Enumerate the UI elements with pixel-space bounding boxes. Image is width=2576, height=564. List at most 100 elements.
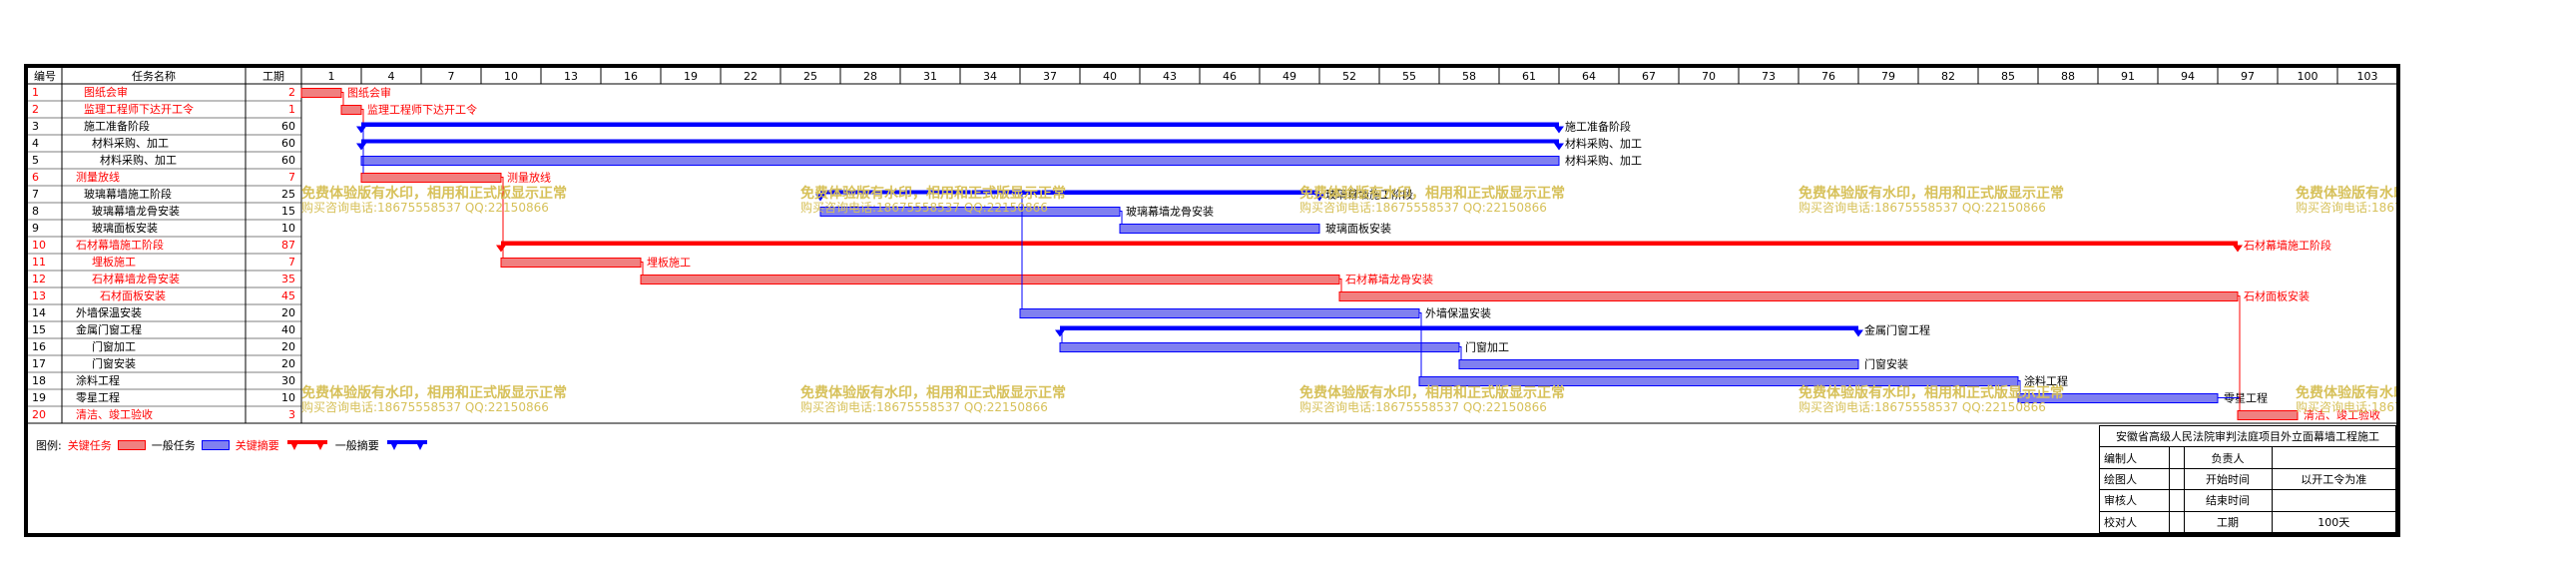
task-name: 涂料工程 bbox=[76, 373, 120, 387]
task-duration: 7 bbox=[288, 171, 295, 184]
watermark-text: 免费体验版有水印，相用和正式版显示正常 bbox=[800, 384, 1066, 401]
summary-start-cap bbox=[356, 126, 366, 134]
watermark-text: 购买咨询电话:18675558537 QQ:22150866 bbox=[301, 200, 549, 215]
task-bar-label: 石材幕墙龙骨安装 bbox=[1345, 273, 1433, 286]
watermark-text: 免费体验版有水印，相用和正式版显示正常 bbox=[1799, 384, 2064, 401]
dependency-line bbox=[501, 177, 504, 242]
info-cell: 结束时间 bbox=[2183, 489, 2273, 512]
tick-label: 37 bbox=[1043, 70, 1057, 83]
task-bar-label: 监理工程师下达开工令 bbox=[367, 103, 477, 117]
task-bar-label: 石材面板安装 bbox=[2244, 289, 2310, 303]
watermark-text: 免费体验版有水印，相用和正式版显示正常 bbox=[1799, 185, 2064, 202]
task-id: 12 bbox=[32, 273, 46, 285]
task-duration: 20 bbox=[281, 340, 295, 353]
tick-label: 79 bbox=[1881, 70, 1895, 83]
task-id: 8 bbox=[32, 205, 39, 218]
task-bar bbox=[1119, 224, 1320, 234]
task-bar-label: 门窗安装 bbox=[1864, 357, 1908, 371]
info-cell: 100天 bbox=[2271, 510, 2397, 534]
task-bar-label: 玻璃幕墙施工阶段 bbox=[1325, 188, 1413, 202]
task-name: 门窗安装 bbox=[92, 356, 136, 370]
task-duration: 20 bbox=[281, 306, 295, 319]
task-name: 玻璃幕墙龙骨安装 bbox=[92, 204, 180, 218]
task-name: 石材面板安装 bbox=[100, 288, 166, 302]
task-duration: 45 bbox=[281, 289, 295, 302]
task-bar-label: 涂料工程 bbox=[2024, 374, 2068, 388]
legend-critical-task-label: 关键任务 bbox=[67, 439, 112, 452]
task-bar bbox=[300, 88, 342, 98]
task-duration: 60 bbox=[281, 137, 295, 150]
watermark-text: 购买咨询电话:18675558537 QQ:22150866 bbox=[301, 399, 549, 414]
task-duration: 40 bbox=[281, 323, 295, 336]
task-name: 零星工程 bbox=[76, 391, 120, 404]
header-id: 编号 bbox=[34, 69, 56, 83]
tick-label: 16 bbox=[624, 70, 638, 83]
tick-label: 1 bbox=[328, 70, 335, 83]
task-name: 清洁、竣工验收 bbox=[76, 407, 153, 421]
tick-label: 22 bbox=[744, 70, 758, 83]
tick-label: 67 bbox=[1642, 70, 1656, 83]
task-id: 11 bbox=[32, 256, 46, 269]
task-bar bbox=[1338, 291, 2239, 301]
task-name: 玻璃幕墙施工阶段 bbox=[84, 187, 172, 201]
watermark-text: 购买咨询电话:18675558537 QQ:22150866 bbox=[800, 200, 1048, 215]
info-cell: 校对人 bbox=[2099, 510, 2170, 534]
task-name: 石材幕墙龙骨安装 bbox=[92, 272, 180, 285]
info-cell bbox=[2271, 446, 2397, 469]
task-bar-label: 材料采购、加工 bbox=[1565, 154, 1642, 168]
summary-end-cap bbox=[1554, 126, 1564, 134]
task-name: 图纸会审 bbox=[84, 85, 128, 99]
info-cell bbox=[2168, 489, 2185, 512]
tick-label: 85 bbox=[2001, 70, 2015, 83]
summary-start-cap bbox=[815, 194, 825, 202]
watermark-text: 免费体验版有水印，相用和正式版显示正常 bbox=[2296, 185, 2396, 202]
summary-bar bbox=[361, 139, 1559, 144]
tick-label: 55 bbox=[1402, 70, 1416, 83]
summary-bar bbox=[1060, 325, 1858, 330]
task-duration: 25 bbox=[281, 188, 295, 201]
tick-label: 34 bbox=[983, 70, 997, 83]
info-cell: 编制人 bbox=[2099, 446, 2170, 469]
tick-label: 13 bbox=[564, 70, 578, 83]
task-id: 2 bbox=[32, 103, 39, 116]
dependency-line bbox=[1021, 194, 1319, 309]
task-name: 玻璃面板安装 bbox=[92, 221, 158, 235]
task-id: 16 bbox=[32, 340, 46, 353]
info-cell bbox=[2168, 446, 2185, 469]
watermark-text: 购买咨询电话:18675558537 QQ:22150866 bbox=[2296, 200, 2396, 215]
legend-normal-task-swatch bbox=[201, 440, 230, 450]
task-duration: 20 bbox=[281, 357, 295, 370]
task-duration: 60 bbox=[281, 120, 295, 133]
project-title: 安徽省高级人民法院审判法庭项目外立面幕墙工程施工 bbox=[2099, 424, 2396, 448]
task-id: 3 bbox=[32, 120, 39, 133]
watermark-text: 购买咨询电话:18675558537 QQ:22150866 bbox=[800, 399, 1048, 414]
dependency-line bbox=[2018, 380, 2021, 394]
task-id: 15 bbox=[32, 323, 46, 336]
watermark-text: 购买咨询电话:18675558537 QQ:22150866 bbox=[2296, 399, 2396, 414]
tick-label: 61 bbox=[1522, 70, 1536, 83]
task-id: 6 bbox=[32, 171, 39, 184]
task-id: 4 bbox=[32, 137, 39, 150]
tick-label: 70 bbox=[1702, 70, 1716, 83]
legend-normal-summary-label: 一般摘要 bbox=[334, 439, 379, 452]
task-id: 19 bbox=[32, 391, 46, 404]
tick-label: 94 bbox=[2181, 70, 2195, 83]
task-duration: 7 bbox=[288, 256, 295, 269]
task-bar bbox=[360, 156, 1560, 166]
legend-critical-task-swatch bbox=[117, 440, 146, 450]
task-name: 埋板施工 bbox=[92, 255, 136, 269]
task-duration: 60 bbox=[281, 154, 295, 167]
info-cell: 以开工令为准 bbox=[2271, 467, 2397, 491]
task-bar bbox=[360, 173, 502, 183]
task-bar-label: 外墙保温安装 bbox=[1425, 306, 1491, 320]
tick-label: 103 bbox=[2357, 70, 2378, 83]
task-bar bbox=[1059, 342, 1460, 352]
task-id: 14 bbox=[32, 306, 46, 319]
dependency-line bbox=[1061, 329, 1858, 343]
task-bar-label: 石材幕墙施工阶段 bbox=[2244, 239, 2331, 253]
legend-normal-task-label: 一般任务 bbox=[151, 439, 196, 452]
watermark-text: 免费体验版有水印，相用和正式版显示正常 bbox=[301, 384, 567, 401]
project-info-box: 安徽省高级人民法院审判法庭项目外立面幕墙工程施工 编制人 负责人 绘图人 开始时… bbox=[2099, 424, 2397, 534]
